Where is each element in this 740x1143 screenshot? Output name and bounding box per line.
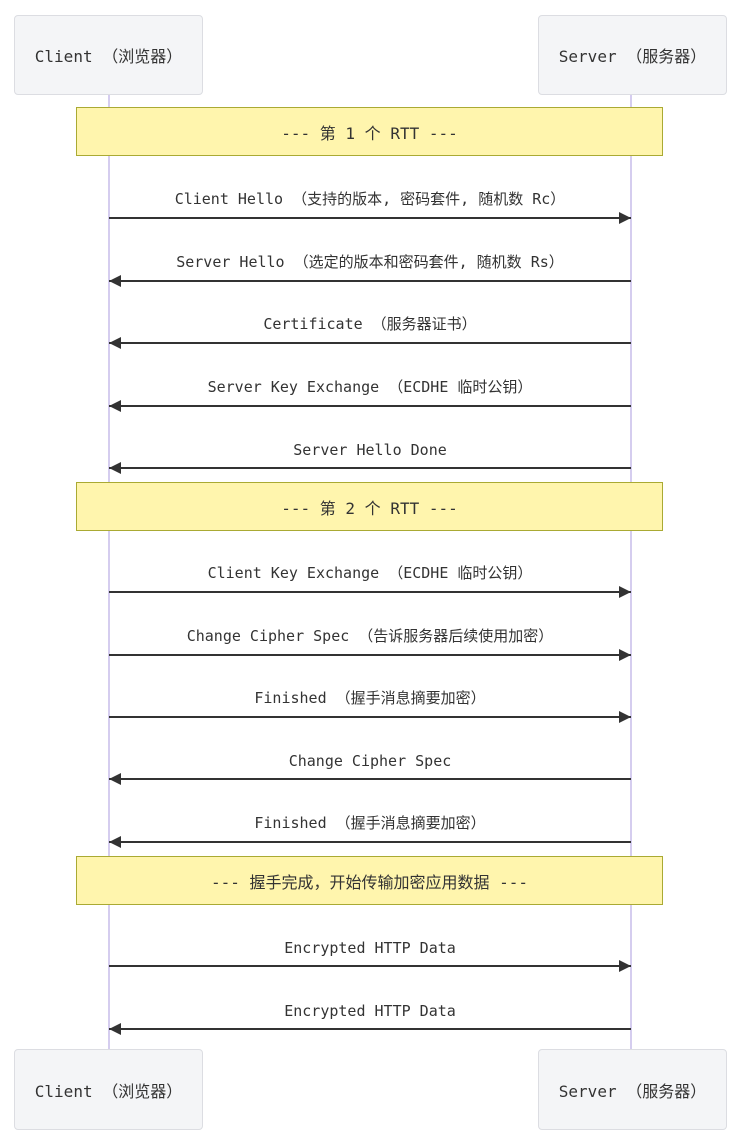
message-encrypted-data-server-arrow (109, 1023, 631, 1035)
message-certificate: Certificate （服务器证书） (109, 306, 631, 349)
message-finished-server-label: Finished （握手消息摘要加密） (254, 814, 486, 832)
message-change-cipher-spec-client-label: Change Cipher Spec （告诉服务器后续使用加密） (186, 627, 554, 645)
arrowhead-right-icon (619, 711, 631, 723)
arrowhead-left-icon (109, 275, 121, 287)
message-change-cipher-spec-client-arrow (109, 649, 631, 661)
message-client-key-exchange: Client Key Exchange （ECDHE 临时公钥） (109, 555, 631, 598)
arrowhead-left-icon (109, 400, 121, 412)
message-client-hello-label: Client Hello （支持的版本, 密码套件, 随机数 Rc） (174, 190, 566, 208)
arrowhead-left-icon (109, 836, 121, 848)
message-encrypted-data-client-label: Encrypted HTTP Data (284, 939, 456, 957)
message-server-hello-label: Server Hello （选定的版本和密码套件, 随机数 Rs） (176, 253, 564, 271)
arrowhead-left-icon (109, 1023, 121, 1035)
message-server-key-exchange: Server Key Exchange （ECDHE 临时公钥） (109, 369, 631, 412)
server-lifeline (630, 95, 632, 1051)
message-server-hello-arrow (109, 275, 631, 287)
actor-client-top-label: Client （浏览器） (34, 47, 183, 66)
message-server-hello-done-arrow (109, 462, 631, 474)
note-rtt-1-text: --- 第 1 个 RTT --- (281, 123, 458, 143)
message-encrypted-data-client-arrow (109, 960, 631, 972)
message-client-hello: Client Hello （支持的版本, 密码套件, 随机数 Rc） (109, 181, 631, 224)
message-finished-server-arrow (109, 836, 631, 848)
message-change-cipher-spec-client: Change Cipher Spec （告诉服务器后续使用加密） (109, 618, 631, 661)
message-encrypted-data-client: Encrypted HTTP Data (109, 929, 631, 972)
arrowhead-right-icon (619, 649, 631, 661)
message-change-cipher-spec-server-label: Change Cipher Spec (288, 752, 452, 770)
arrowhead-right-icon (619, 960, 631, 972)
arrowhead-left-icon (109, 337, 121, 349)
message-encrypted-data-server: Encrypted HTTP Data (109, 992, 631, 1035)
message-finished-client: Finished （握手消息摘要加密） (109, 680, 631, 723)
message-change-cipher-spec-server: Change Cipher Spec (109, 742, 631, 785)
actor-server-top-label: Server （服务器） (558, 47, 707, 66)
arrowhead-right-icon (619, 586, 631, 598)
actor-client-bottom: Client （浏览器） (14, 1049, 203, 1130)
actor-server-top: Server （服务器） (538, 15, 727, 95)
arrowhead-left-icon (109, 462, 121, 474)
message-finished-server: Finished （握手消息摘要加密） (109, 805, 631, 848)
message-server-hello-done-label: Server Hello Done (293, 441, 447, 459)
note-rtt-2-text: --- 第 2 个 RTT --- (281, 498, 458, 518)
note-rtt-1: --- 第 1 个 RTT --- (76, 107, 663, 156)
note-handshake-complete-text: --- 握手完成，开始传输加密应用数据 --- (210, 872, 529, 892)
message-certificate-label: Certificate （服务器证书） (263, 315, 477, 333)
note-rtt-2: --- 第 2 个 RTT --- (76, 482, 663, 531)
message-change-cipher-spec-server-arrow (109, 773, 631, 785)
message-server-hello-done: Server Hello Done (109, 431, 631, 474)
arrowhead-left-icon (109, 773, 121, 785)
message-certificate-arrow (109, 337, 631, 349)
message-client-key-exchange-label: Client Key Exchange （ECDHE 临时公钥） (207, 564, 533, 582)
actor-client-top: Client （浏览器） (14, 15, 203, 95)
note-handshake-complete: --- 握手完成，开始传输加密应用数据 --- (76, 856, 663, 905)
message-client-key-exchange-arrow (109, 586, 631, 598)
message-finished-client-label: Finished （握手消息摘要加密） (254, 689, 486, 707)
actor-server-bottom-label: Server （服务器） (558, 1081, 707, 1101)
message-client-hello-arrow (109, 212, 631, 224)
message-server-key-exchange-label: Server Key Exchange （ECDHE 临时公钥） (207, 378, 533, 396)
message-server-hello: Server Hello （选定的版本和密码套件, 随机数 Rs） (109, 244, 631, 287)
actor-client-bottom-label: Client （浏览器） (34, 1081, 183, 1101)
message-encrypted-data-server-label: Encrypted HTTP Data (284, 1002, 456, 1020)
arrowhead-right-icon (619, 212, 631, 224)
message-finished-client-arrow (109, 711, 631, 723)
client-lifeline (108, 95, 110, 1051)
actor-server-bottom: Server （服务器） (538, 1049, 727, 1130)
message-server-key-exchange-arrow (109, 400, 631, 412)
